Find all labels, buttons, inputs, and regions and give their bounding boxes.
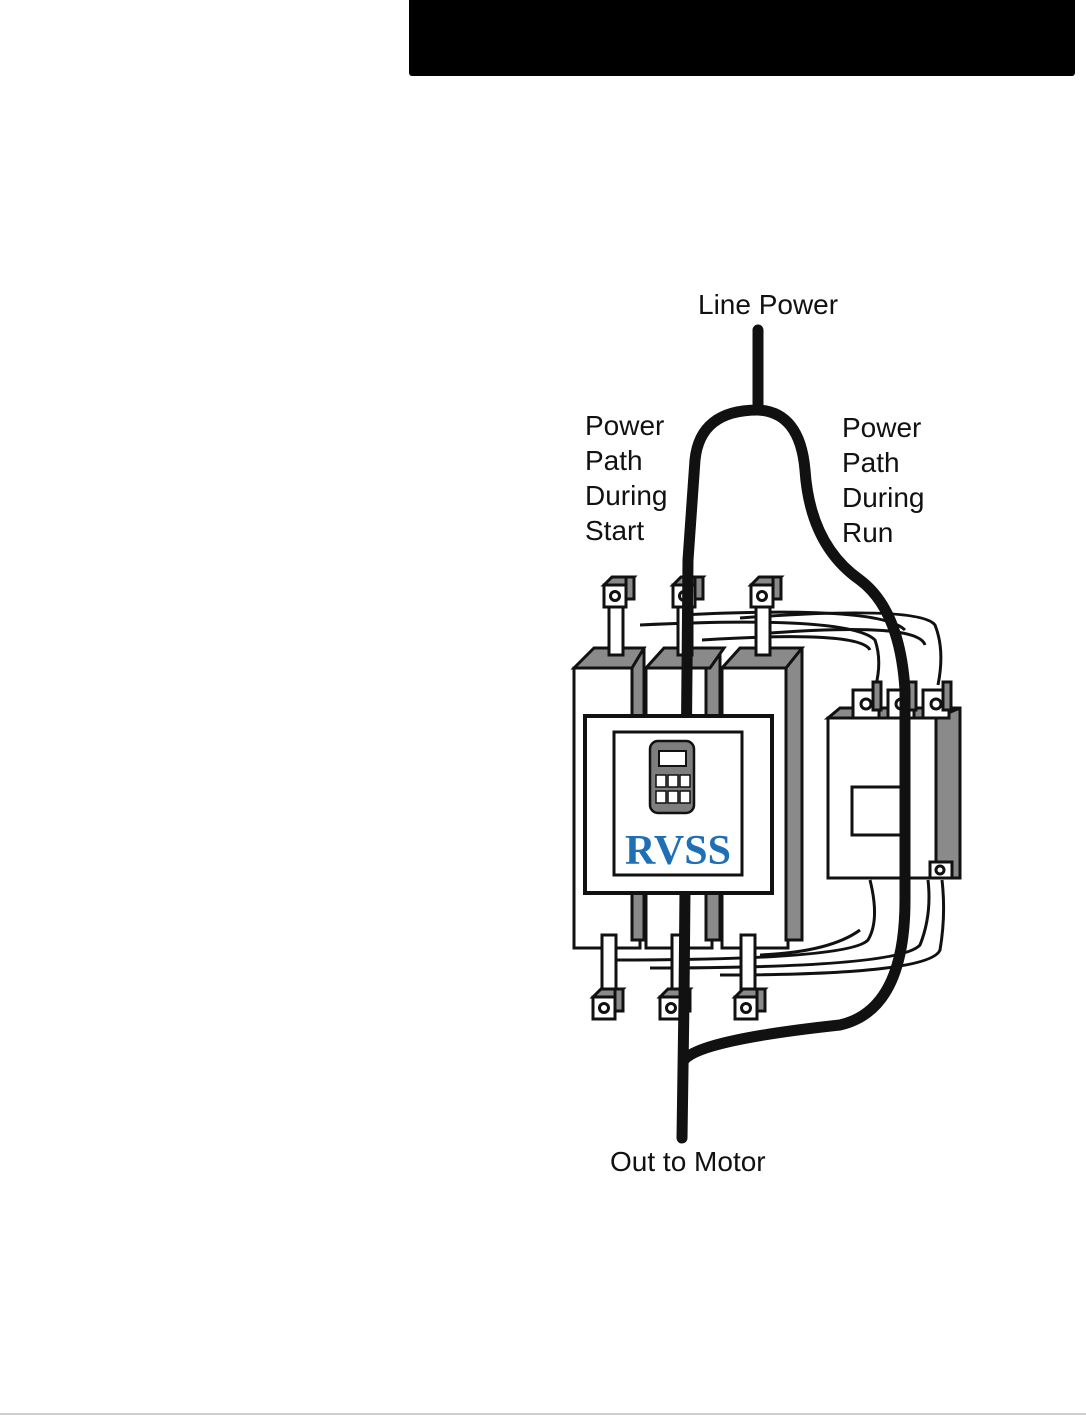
terminal-bottom-1 <box>589 987 627 1021</box>
run-path-line-4: Run <box>842 517 894 548</box>
start-path-wire <box>676 324 764 1144</box>
terminal-bottom-3 <box>731 987 769 1021</box>
start-path-line-1: Power <box>585 410 665 441</box>
rvss-faceplate: RVSS <box>583 714 774 895</box>
start-path-line-3: During <box>585 480 668 511</box>
keypad-icon <box>648 739 696 815</box>
run-path-line-1: Power <box>842 412 922 443</box>
terminal-top-1 <box>600 575 638 609</box>
terminal-top-3 <box>747 575 785 609</box>
header-bar <box>409 0 1075 76</box>
run-path-wire <box>678 404 911 1066</box>
rvss-logo: RVSS <box>625 828 731 874</box>
run-path-label: Power Path During Run <box>842 410 924 550</box>
start-path-line-4: Start <box>585 515 645 546</box>
page-bottom-rule <box>0 1413 1086 1415</box>
run-path-line-3: During <box>842 482 925 513</box>
bypass-contactor <box>823 680 962 880</box>
start-path-line-2: Path <box>585 445 643 476</box>
line-power-label: Line Power <box>698 289 839 320</box>
contactor-bottom-terminals <box>928 860 954 880</box>
run-path-line-2: Path <box>842 447 900 478</box>
out-to-motor-label: Out to Motor <box>610 1146 766 1177</box>
bypass-interconnect-wires-top <box>639 610 943 686</box>
start-path-label: Power Path During Start <box>585 408 667 548</box>
